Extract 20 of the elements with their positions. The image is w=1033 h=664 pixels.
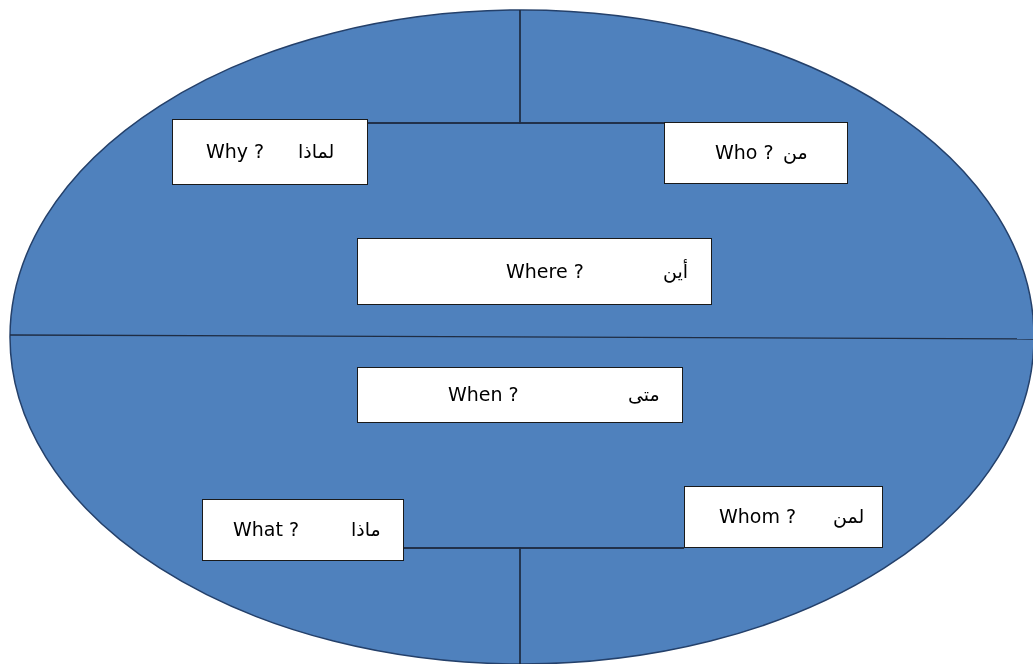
question-box <box>357 367 683 423</box>
question-label: Where ? <box>506 261 584 281</box>
question-box <box>202 499 404 561</box>
question-label: لماذا <box>298 142 335 161</box>
question-label: Whom ? <box>719 507 797 526</box>
question-label: Why ? <box>206 142 265 161</box>
question-label: Who ? <box>715 143 774 162</box>
connector-line <box>519 9 665 124</box>
question-box <box>357 238 712 305</box>
question-label: ماذا <box>351 520 381 539</box>
question-label: متى <box>628 385 660 404</box>
question-box <box>172 119 368 185</box>
question-label: لمن <box>833 507 865 526</box>
question-box <box>664 122 848 184</box>
question-label: What ? <box>233 520 300 539</box>
question-label: أين <box>663 261 689 281</box>
question-label: من <box>783 143 808 162</box>
question-box <box>684 486 883 548</box>
question-label: When ? <box>448 385 519 404</box>
connector-line <box>519 547 685 664</box>
